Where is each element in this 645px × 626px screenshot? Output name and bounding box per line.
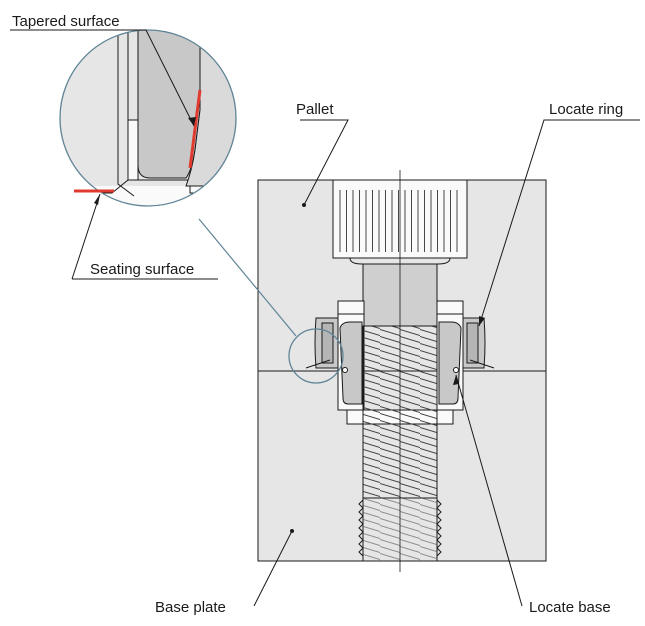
leader-lines (10, 29, 640, 607)
label-tapered-surface: Tapered surface (12, 13, 120, 30)
label-locate-ring: Locate ring (549, 101, 623, 118)
leader-arrowheads (94, 117, 485, 533)
label-pallet: Pallet (296, 101, 334, 118)
zoom-detail (59, 29, 237, 207)
tapered-surface-highlight (188, 89, 202, 169)
label-seating-surface: Seating surface (90, 261, 194, 278)
locate-ring (305, 300, 495, 369)
label-locate-base: Locate base (529, 599, 611, 616)
label-base-plate: Base plate (155, 599, 226, 616)
detail-connector-line (198, 218, 297, 337)
detail-source-circle (288, 328, 344, 384)
